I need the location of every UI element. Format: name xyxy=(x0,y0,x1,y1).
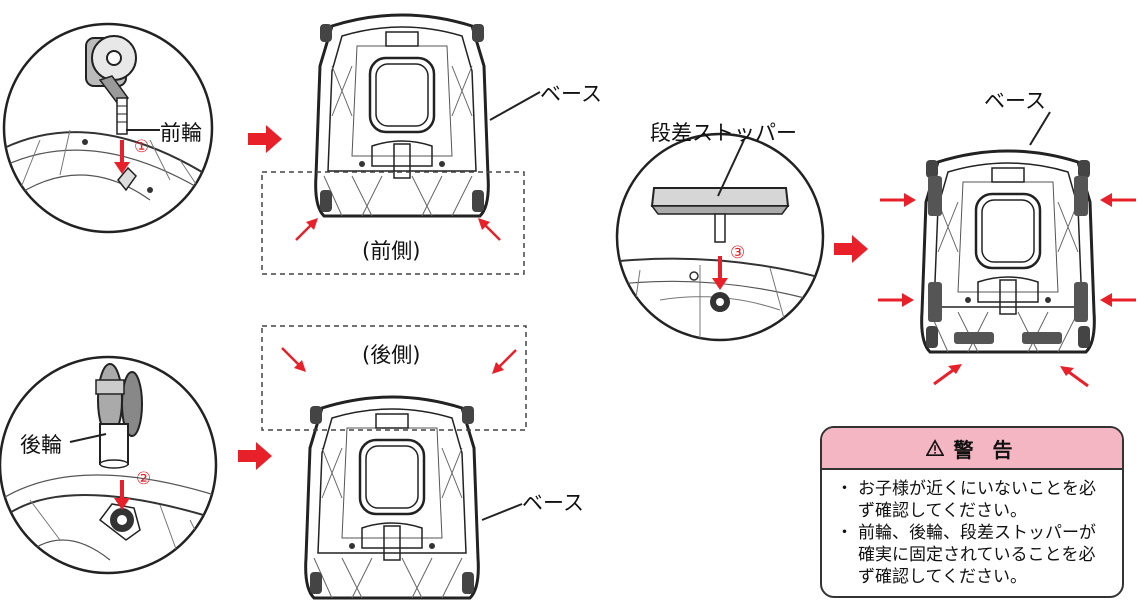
front-side-box xyxy=(261,171,525,275)
rear-side-box xyxy=(261,325,527,431)
rear-wheel-detail: ② xyxy=(0,355,218,575)
step-2-marker: ② xyxy=(136,469,151,489)
rear-wheel-label: 後輪 xyxy=(20,433,62,457)
walker-base-right xyxy=(920,149,1096,354)
base-label-2: ベース xyxy=(522,491,584,515)
step-1-marker: ① xyxy=(134,137,149,157)
walker-base-front xyxy=(314,13,490,218)
warning-triangle-icon xyxy=(925,439,944,457)
flow-arrow-2 xyxy=(238,442,272,470)
front-wheel-pointer-right xyxy=(478,218,501,241)
rear-wheel-pointer-right xyxy=(492,349,517,374)
stopper-pointers xyxy=(878,193,1136,388)
flow-arrow-3 xyxy=(834,235,868,263)
front-wheel-detail: ① xyxy=(2,22,214,234)
front-wheel-label: 前輪 xyxy=(160,121,202,145)
warning-list: お子様が近くにいないことを必ず確認してください。 前輪、後輪、段差ストッパーが確… xyxy=(822,478,1122,588)
step-stopper-detail: ③ xyxy=(615,132,825,342)
rear-wheel-pointer-left xyxy=(281,347,306,372)
step-3-marker: ③ xyxy=(730,243,745,263)
warning-title: 警 告 xyxy=(953,437,1019,462)
walker-base-rear xyxy=(304,395,480,600)
base-label-1: ベース xyxy=(540,82,602,106)
warning-box: 警 告 お子様が近くにいないことを必ず確認してください。 前輪、後輪、段差ストッ… xyxy=(820,426,1124,598)
warning-item: 前輪、後輪、段差ストッパーが確実に固定されていることを必ず確認してください。 xyxy=(836,522,1112,588)
warning-item: お子様が近くにいないことを必ず確認してください。 xyxy=(836,478,1112,522)
front-side-label: (前側) xyxy=(362,239,420,263)
step-stopper-label: 段差ストッパー xyxy=(650,121,797,145)
warning-header: 警 告 xyxy=(822,428,1122,470)
base-label-3: ベース xyxy=(984,89,1046,113)
front-wheel-pointer-left xyxy=(295,218,318,241)
rear-side-label: (後側) xyxy=(362,343,420,367)
flow-arrow-1 xyxy=(248,125,282,153)
